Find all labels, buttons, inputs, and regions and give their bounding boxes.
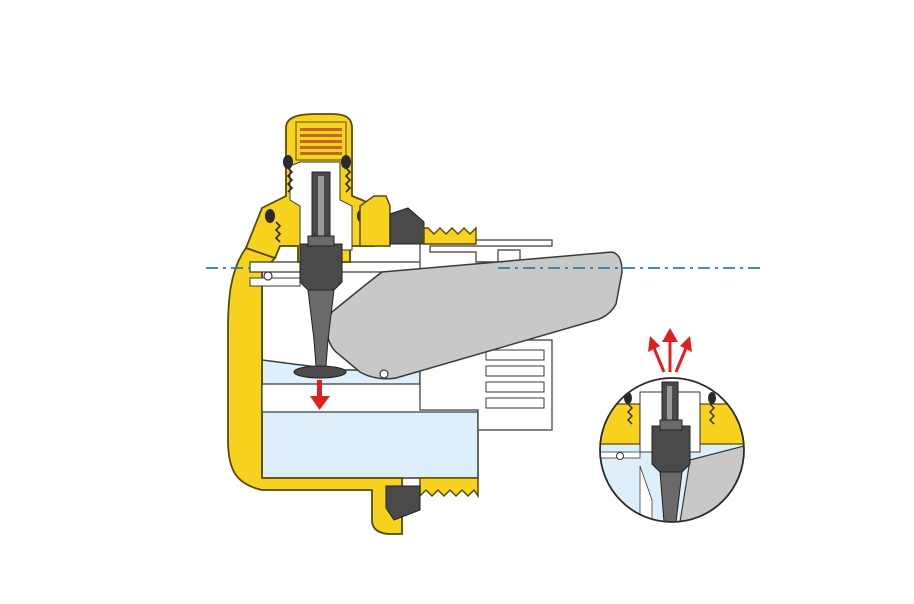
- valve-disc: [293, 365, 347, 379]
- oring-top-right: [341, 155, 351, 169]
- valve-plug: [299, 243, 343, 291]
- inlet-nut: [359, 195, 391, 247]
- lid-hinge-plate: [249, 277, 301, 287]
- stem-highlight: [318, 176, 324, 242]
- left-cap-spring: [286, 167, 294, 193]
- oring-mid-left: [265, 209, 275, 223]
- float-pivot: [379, 369, 389, 379]
- housing-rib-1: [485, 349, 545, 361]
- housing-rib-2: [485, 365, 545, 377]
- left-body-spring: [274, 221, 282, 243]
- detail-inset-border: [599, 377, 745, 523]
- oring-top-left: [283, 155, 293, 169]
- brass-body-left-wall: [227, 246, 403, 535]
- bottom-thread: [419, 477, 479, 499]
- inlet-thread: [423, 226, 477, 245]
- housing-rib-3: [485, 381, 545, 393]
- red-up-arrows-icon: [648, 328, 692, 373]
- valve-plug-top: [307, 235, 335, 247]
- inlet-seal: [389, 207, 425, 245]
- top-spring-coils: [300, 128, 342, 155]
- bottom-seal: [385, 485, 421, 521]
- hinge-pin: [263, 271, 273, 281]
- housing-rib-4: [485, 397, 545, 409]
- detail-inset: [600, 378, 744, 522]
- red-down-arrow-icon: [310, 380, 330, 410]
- right-cap-spring: [344, 167, 352, 193]
- float-body: [326, 251, 623, 380]
